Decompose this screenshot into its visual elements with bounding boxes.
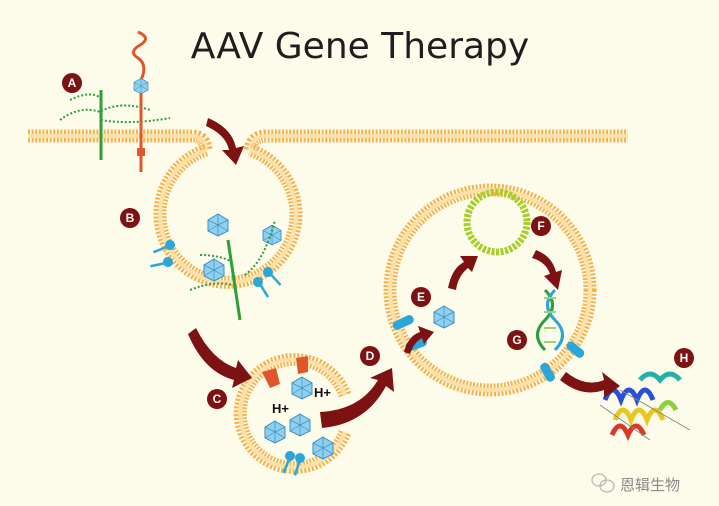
step-label-c: C [207, 389, 227, 409]
proton-pump [262, 368, 280, 388]
surface-receptors [59, 30, 171, 172]
step-label-b: B [120, 208, 140, 228]
acidified-vesicle-contents: H+ H+ [264, 376, 334, 478]
svg-text:H: H [680, 351, 689, 365]
svg-text:B: B [126, 211, 135, 225]
watermark: 恩辑生物 [591, 473, 680, 494]
step-label-d: D [360, 346, 380, 366]
watermark-text: 恩辑生物 [620, 476, 680, 494]
svg-text:C: C [213, 392, 222, 406]
endosome-membrane [383, 183, 597, 397]
dna-helix-icon [536, 288, 564, 352]
circular-episome [463, 188, 531, 256]
step-label-a: A [62, 73, 82, 93]
proton-pump [296, 356, 308, 374]
endosome-contents [392, 188, 585, 382]
svg-text:E: E [417, 290, 425, 304]
svg-text:A: A [68, 76, 77, 90]
proton-label: H+ [272, 401, 289, 416]
acidified-vesicle-membrane [233, 353, 352, 474]
diagram-title: AAV Gene Therapy [191, 26, 529, 67]
step-label-g: G [507, 330, 527, 350]
step-label-f: F [531, 216, 551, 236]
endocytic-vesicle-contents [148, 213, 287, 321]
svg-text:G: G [512, 333, 521, 347]
step-label-h: H [674, 348, 694, 368]
proton-label: H+ [314, 385, 331, 400]
svg-text:D: D [366, 349, 375, 363]
process-arrows [188, 118, 620, 428]
cell-membrane [28, 129, 628, 289]
wechat-icon [591, 473, 615, 493]
step-label-e: E [411, 287, 431, 307]
svg-text:F: F [537, 219, 544, 233]
